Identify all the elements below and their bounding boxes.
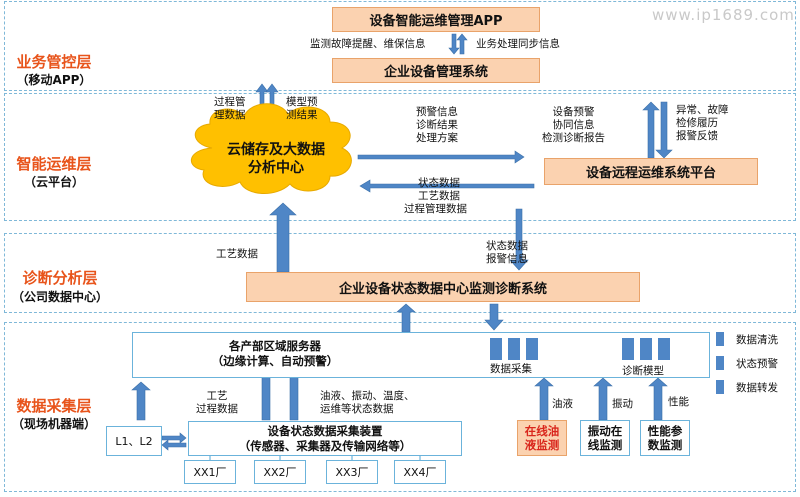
cloud-shape	[191, 103, 352, 195]
label-process-data: 工艺数据	[216, 248, 258, 260]
diag-model-icon	[622, 338, 634, 360]
layer-title-diagnosis: 诊断分析层	[22, 269, 98, 287]
label-oil: 油液	[552, 398, 573, 410]
label-alarm-info: 预警信息 诊断结果 处理方案	[416, 106, 458, 144]
legend-forward: 数据转发	[736, 382, 778, 394]
performance-monitor-box: 性能参 数监测	[640, 420, 690, 456]
label-vib: 振动	[612, 398, 633, 410]
label-status-alarm: 状态数据 报警信息	[486, 240, 528, 265]
servers-label: 各产部区域服务器 （边缘计算、自动预警）	[211, 339, 339, 368]
monitor-system-box: 企业设备状态数据中心监测诊断系统	[246, 272, 640, 302]
enterprise-mgmt-box: 企业设备管理系统	[332, 58, 540, 83]
diag-model-icon	[658, 338, 670, 360]
layer-title-business: 业务管控层	[16, 53, 92, 71]
layer-sub-business: （移动APP）	[16, 73, 92, 87]
legend-icon-alarm	[716, 356, 724, 370]
layer-collection	[4, 322, 796, 492]
legend-alarm: 状态预警	[736, 358, 778, 370]
label-monitor-remind: 监测故障提醒、维保信息	[310, 38, 426, 50]
oil-monitor-box: 在线油 液监测	[517, 420, 567, 456]
data-collect-icon	[508, 338, 520, 360]
layer-title-collection: 数据采集层	[16, 397, 92, 415]
layer-smart-ops	[4, 93, 796, 221]
watermark: www.ip1689.com	[652, 6, 795, 24]
layer-title-smart-ops: 智能运维层	[16, 155, 92, 173]
label-diag-model: 诊断模型	[622, 365, 664, 377]
label-status-data: 状态数据 工艺数据 过程管理数据	[404, 177, 467, 215]
factory-box: XX1厂	[184, 460, 236, 484]
collector-box: 设备状态数据采集装置 （传感器、采集器及传输网络等）	[188, 421, 462, 456]
label-perf: 性能	[668, 396, 689, 408]
layer-sub-smart-ops: （云平台）	[23, 175, 84, 189]
servers-box	[132, 332, 710, 378]
label-device-alarm: 设备预警 协同信息 检测诊断报告	[542, 106, 605, 144]
data-collect-icon	[490, 338, 502, 360]
factory-box: XX4厂	[394, 460, 446, 484]
layer-business	[4, 1, 796, 91]
factory-box: XX2厂	[254, 460, 306, 484]
label-model-pred: 模型预 测结果	[286, 96, 318, 121]
layer-sub-diagnosis: （公司数据中心）	[11, 290, 108, 304]
label-process-mgmt: 过程管 理数据	[214, 96, 246, 121]
cloud-label: 云储存及大数据 分析中心	[227, 142, 325, 176]
l1l2-box: L1、L2	[106, 426, 162, 456]
data-collect-icon	[526, 338, 538, 360]
vibration-monitor-box: 振动在 线监测	[580, 420, 630, 456]
legend-clean: 数据清洗	[736, 334, 778, 346]
remote-platform-box: 设备远程运维系统平台	[544, 158, 758, 185]
label-oil-vib: 油液、振动、温度、 运维等状态数据	[320, 390, 415, 415]
label-process-mgmt2: 工艺 过程数据	[196, 390, 238, 415]
label-data-collect: 数据采集	[490, 363, 532, 375]
legend-icon-forward	[716, 380, 724, 394]
factory-box: XX3厂	[326, 460, 378, 484]
app-box: 设备智能运维管理APP	[332, 7, 540, 32]
layer-diagnosis	[4, 233, 796, 313]
legend-icon-clean	[716, 332, 724, 346]
label-biz-sync: 业务处理同步信息	[476, 38, 560, 50]
layer-sub-collection: （现场机器端）	[11, 417, 96, 431]
diag-model-icon	[640, 338, 652, 360]
label-anomaly: 异常、故障 检修履历 报警反馈	[676, 104, 729, 142]
